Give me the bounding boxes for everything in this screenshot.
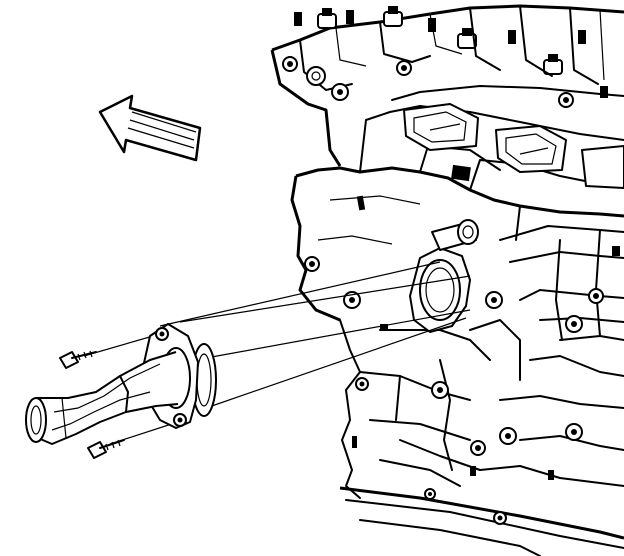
water-outlet-pipe <box>25 323 199 445</box>
bolt-lower <box>87 439 125 459</box>
engine-block <box>290 166 624 556</box>
direction-arrow-icon <box>98 94 202 162</box>
bolt-upper <box>59 350 97 369</box>
alignment-lines <box>83 261 471 445</box>
cylinder-head <box>270 4 624 191</box>
